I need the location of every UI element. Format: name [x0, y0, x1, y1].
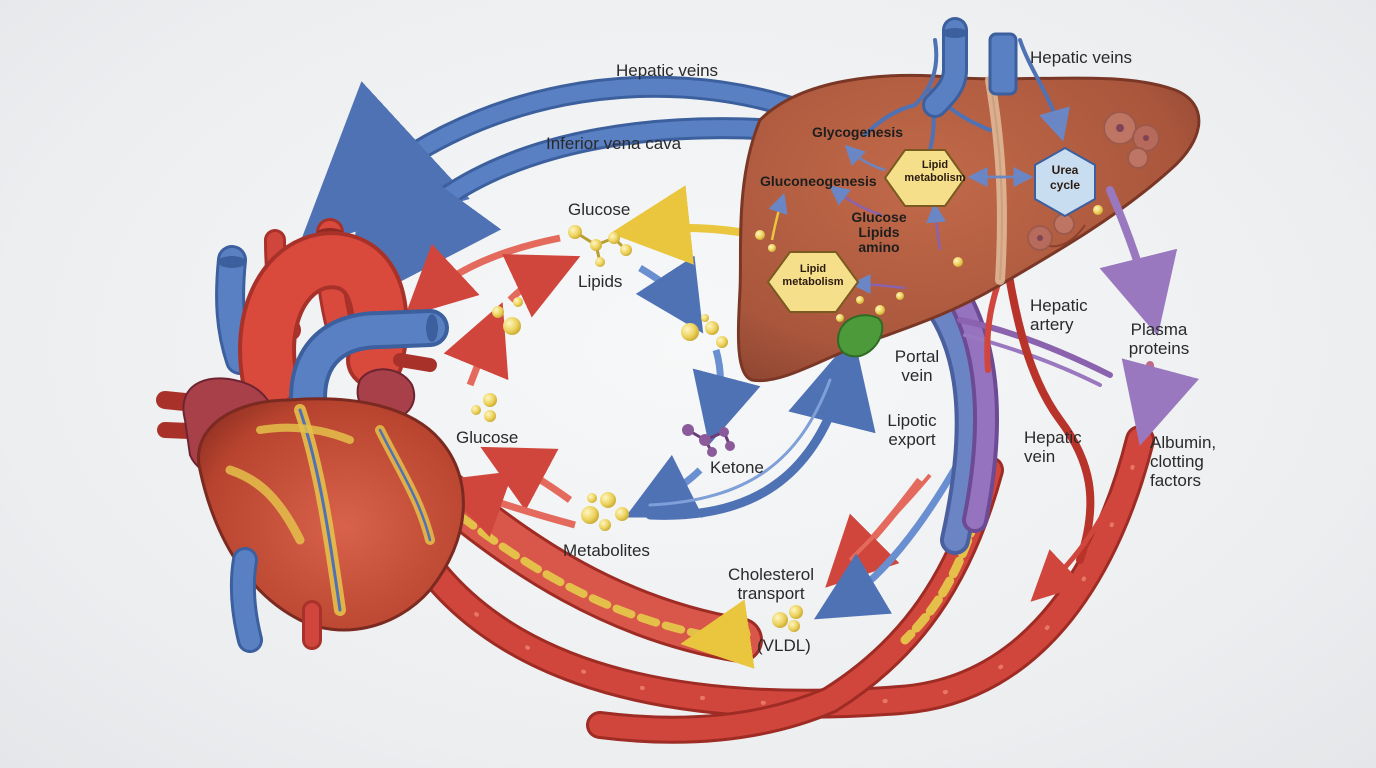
plasma-protein-arrows: [1030, 186, 1200, 602]
label-glycogenesis: Glycogenesis: [812, 124, 904, 140]
label-urea-cycle: Urea cycle: [1049, 163, 1081, 192]
vldl-droplets: [680, 599, 803, 669]
label-gluconeogenesis: Gluconeogenesis: [760, 173, 877, 189]
label-ketone: Ketone: [710, 458, 764, 477]
lipid-droplets-left: [471, 297, 523, 422]
lipid-metabolism-hexagon-center: [883, 149, 967, 207]
label-lipotic-export: Lipotic export: [887, 411, 937, 449]
label-hepatic-vein: Hepatic vein: [1024, 428, 1082, 466]
label-portal-vein: Portal vein: [894, 347, 940, 385]
lipotic-export-arrows: [813, 458, 964, 620]
aorta-loop-vessel: [385, 425, 1155, 719]
heart: [156, 218, 465, 653]
label-lipids: Lipids: [578, 272, 623, 291]
lipid-droplets-right: [681, 314, 728, 348]
hepatocyte-cluster: [1027, 111, 1160, 251]
metabolic-cycle: [404, 185, 876, 538]
label-inferior-vena-cava: Inferior vena cava: [546, 134, 682, 153]
label-glucose-left: Glucose: [456, 428, 519, 447]
label-hepatic-veins-right: Hepatic veins: [1030, 48, 1133, 67]
label-plasma-proteins: Plasma proteins: [1128, 320, 1190, 358]
liver: [736, 38, 1201, 383]
metabolite-droplets: [581, 492, 629, 531]
inferior-vena-cava-arrow: [342, 117, 791, 312]
label-lipid-metabolism-center: Lipid metabolism: [904, 159, 966, 184]
label-vldl: (VLDL): [757, 636, 811, 655]
label-lipid-metabolism-left: Lipid metabolism: [782, 263, 844, 288]
hepatic-vein-stems: [922, 17, 1018, 118]
label-glucose-top: Glucose: [568, 200, 631, 219]
label-albumin-clotting-factors: Albumin, clotting factors: [1150, 433, 1217, 490]
portal-vein-vessel: [920, 285, 985, 555]
lipid-metabolism-hexagon-left: [766, 251, 860, 313]
label-cholesterol-transport: Cholesterol transport: [728, 565, 814, 603]
label-glucose-lipids-amino: Glucose Lipids amino: [851, 209, 907, 255]
label-hepatic-veins-left: Hepatic veins: [616, 61, 719, 80]
urea-cycle-hexagon: [1034, 146, 1096, 218]
label-hepatic-artery: Hepatic artery: [1030, 296, 1088, 334]
ketone-molecule: [682, 424, 735, 457]
gallbladder: [836, 314, 884, 358]
glucose-molecule-top: [568, 225, 632, 267]
label-metabolites: Metabolites: [563, 541, 650, 560]
